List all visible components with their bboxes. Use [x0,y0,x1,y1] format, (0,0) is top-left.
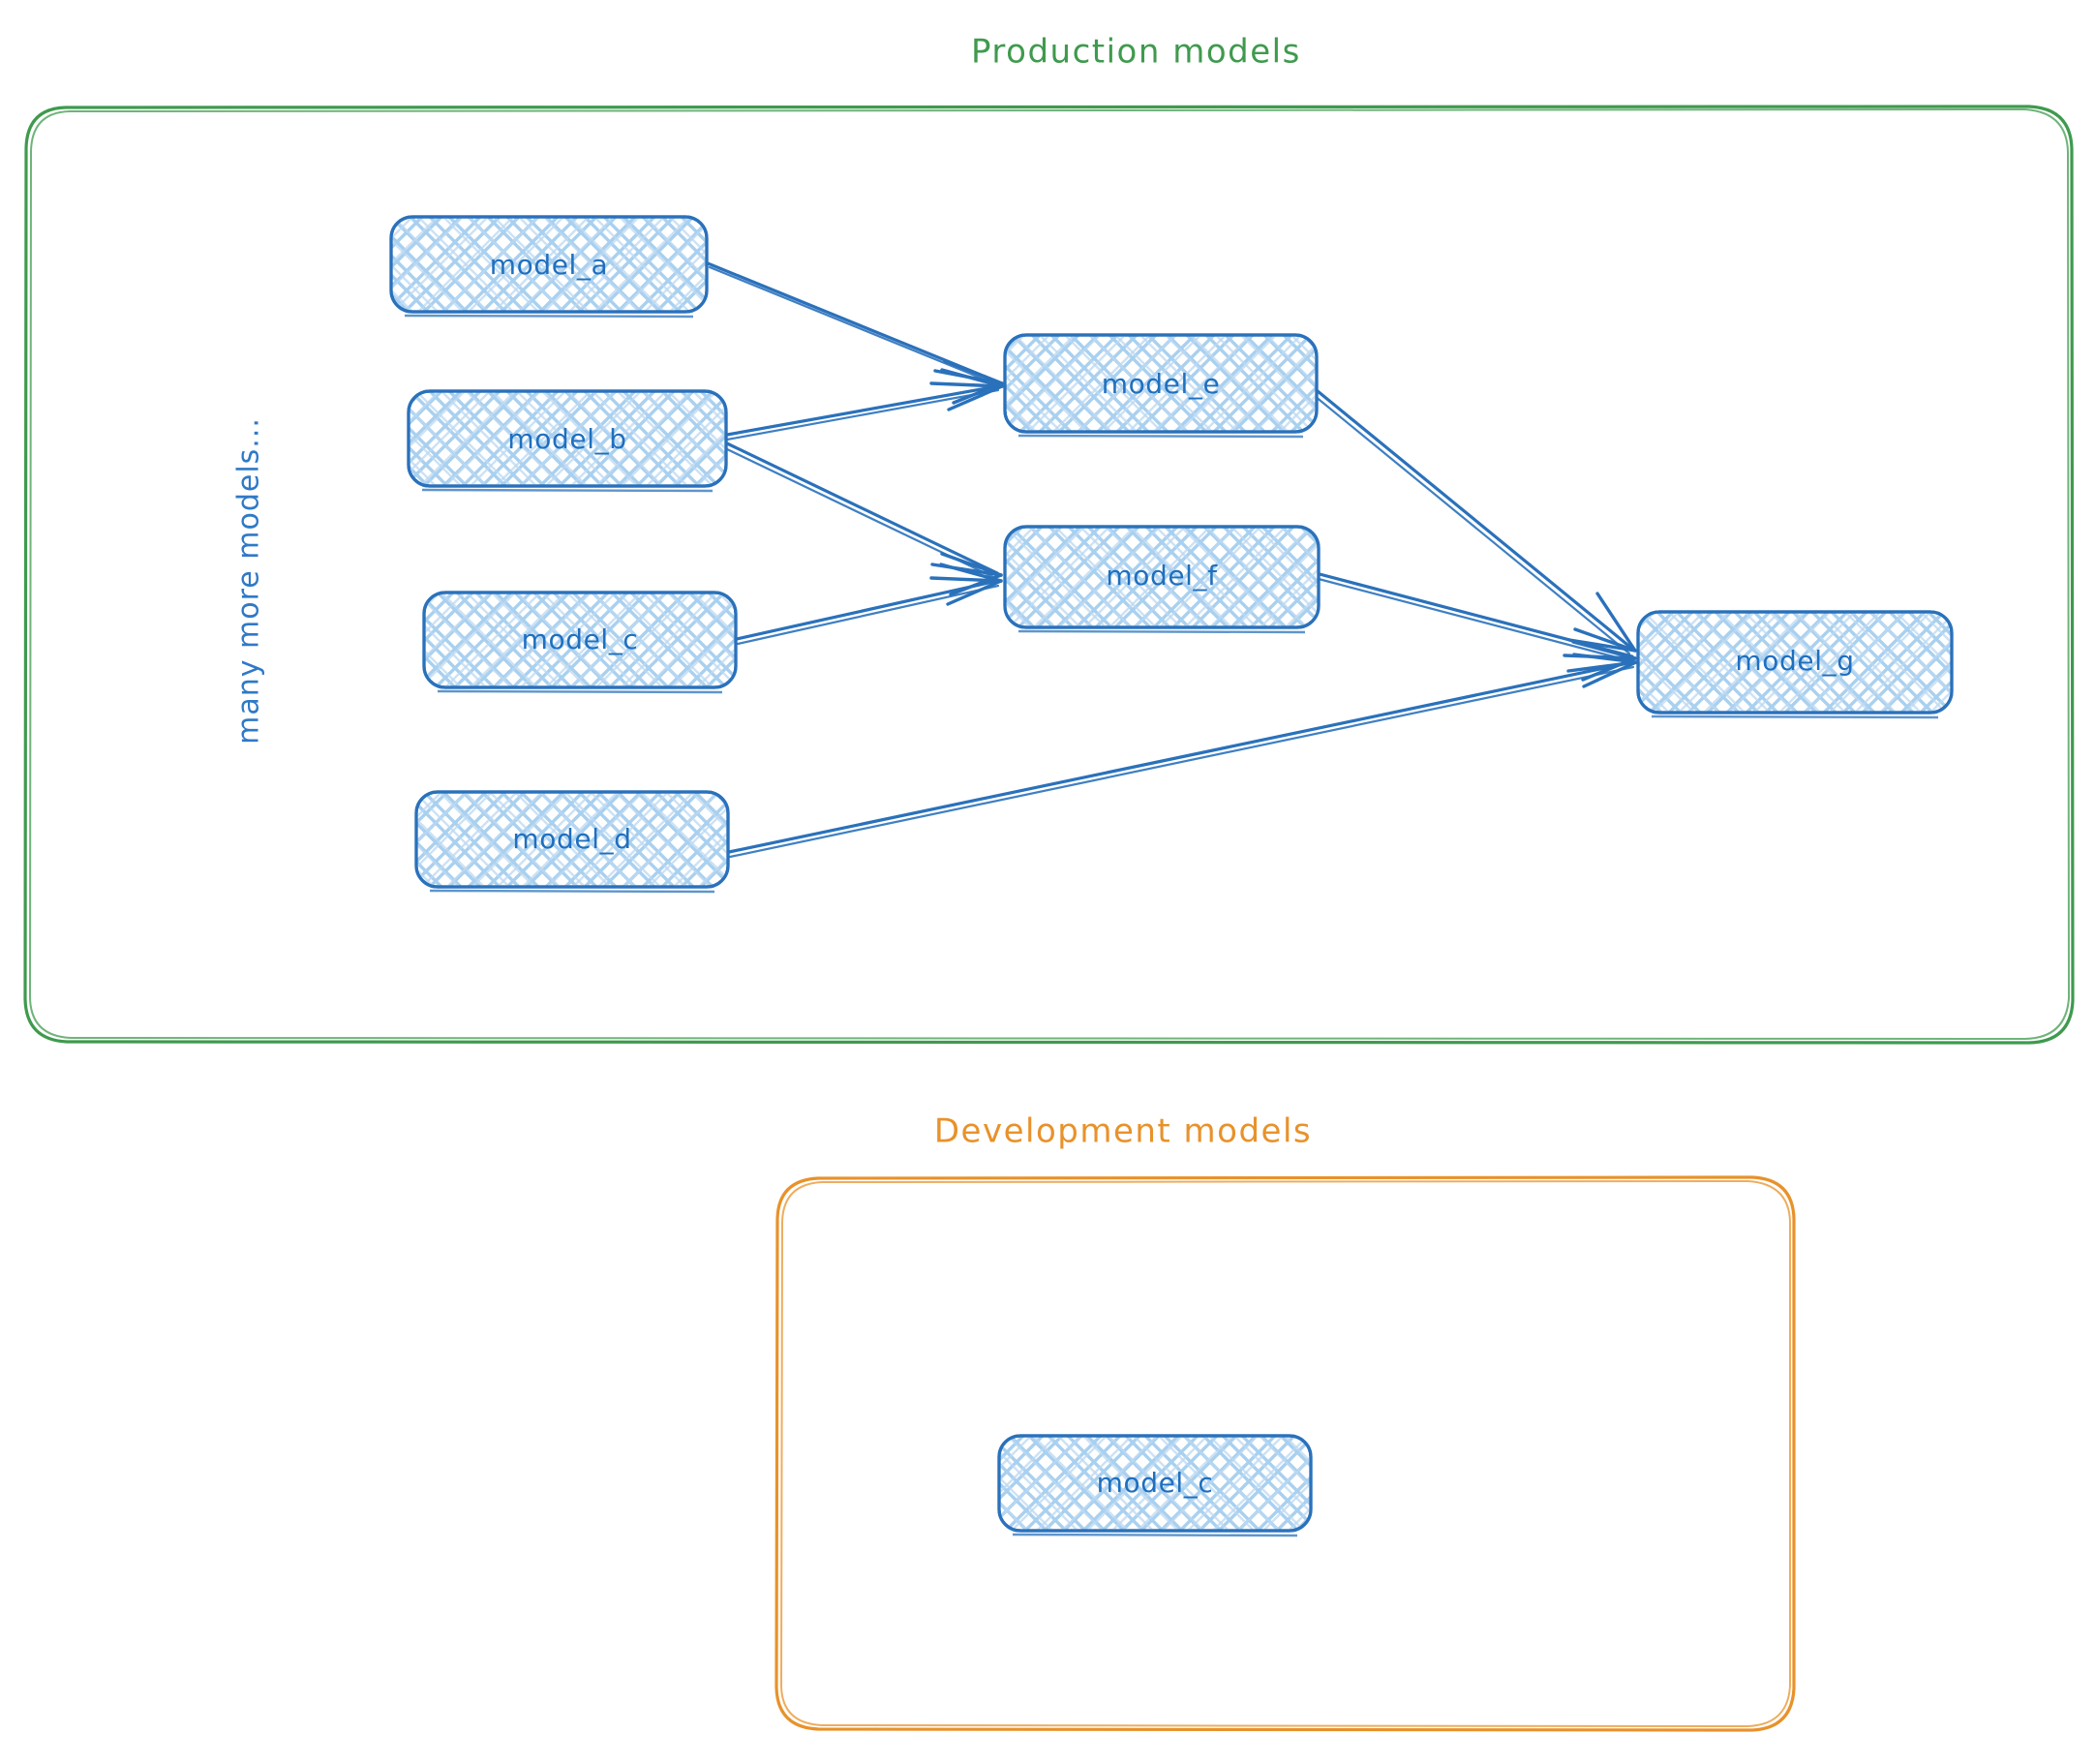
production-container-border-sketch [29,108,2070,1040]
group-development [774,1175,1796,1732]
node-dev-model_c[interactable]: model_c [997,1434,1313,1537]
node-model_e[interactable]: model_e [1003,333,1319,439]
many-more-models-note: many more models... [232,417,266,745]
many-more-models-note-group: many more models... [232,417,266,745]
edge-model_b-to-model_e [725,368,1004,441]
development-container-border-sketch [780,1180,1791,1727]
node-label-model_f: model_f [1106,560,1218,592]
edges-layer [706,261,1638,859]
edge-model_c-to-model_f [735,563,1003,646]
edge-model_d-to-model_g [727,653,1638,859]
node-model_c[interactable]: model_c [422,591,738,694]
node-label-model_b: model_b [507,423,626,455]
node-label-model_g: model_g [1735,645,1854,677]
development-group-title: Development models [934,1112,1312,1151]
node-model_d[interactable]: model_d [414,790,730,894]
development-container-border [774,1175,1796,1732]
edge-model_f-to-model_g [1317,572,1637,682]
node-label-model_e: model_e [1102,368,1221,400]
node-model_g[interactable]: model_g [1636,610,1954,719]
production-container-border [23,105,2075,1045]
edge-model_b-to-model_f [723,441,1003,596]
node-model_a[interactable]: model_a [389,215,709,319]
node-model_b[interactable]: model_b [407,389,728,493]
edge-model_a-to-model_e [706,261,1004,405]
node-label-model_c: model_c [522,623,639,655]
node-model_f[interactable]: model_f [1003,525,1321,634]
node-label-model_a: model_a [490,249,609,281]
production-group-title: Production models [971,33,1301,72]
node-label-dev-model_c: model_c [1097,1467,1214,1499]
node-label-model_d: model_d [512,823,631,855]
group-production [23,105,2075,1045]
